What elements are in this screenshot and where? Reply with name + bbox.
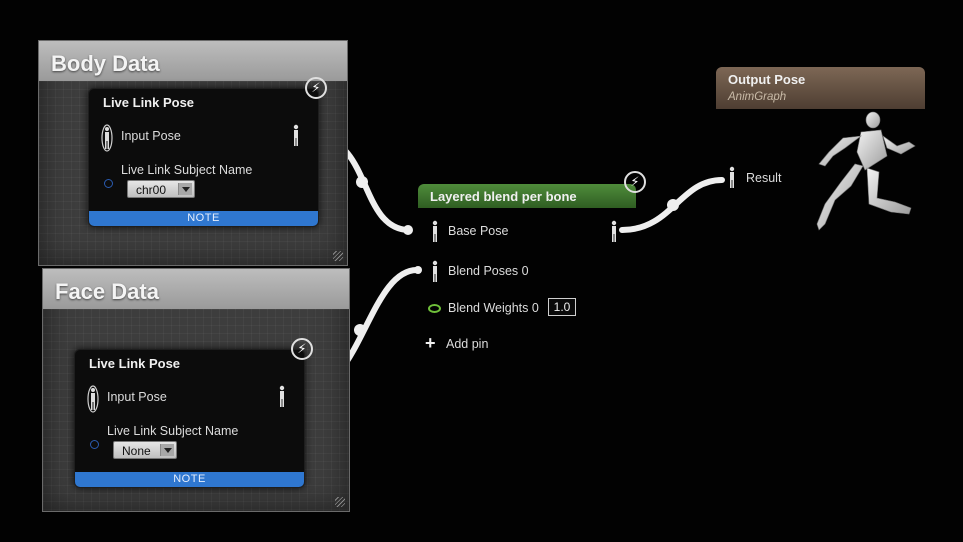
subject-name-label: Live Link Subject Name — [107, 424, 239, 438]
input-pose-label: Input Pose — [107, 390, 167, 404]
node-title: Output Pose — [728, 72, 806, 87]
result-label: Result — [746, 171, 782, 185]
subject-name-combo[interactable]: chr00 — [127, 180, 195, 198]
comment-title[interactable]: Face Data — [43, 269, 349, 309]
wire-knot — [354, 324, 366, 336]
subject-name-pin-icon[interactable] — [104, 179, 113, 188]
wire-knot — [667, 199, 679, 211]
running-mannequin-icon — [816, 111, 916, 231]
output-pose-pin-icon[interactable] — [291, 124, 301, 146]
base-pose-label: Base Pose — [448, 224, 509, 238]
output-pose-pin-icon[interactable] — [277, 385, 287, 407]
result-pin-icon[interactable] — [727, 166, 737, 188]
face-live-link-pose-node[interactable]: Live Link Pose ⚡ Input Pose Live Link Su… — [74, 338, 313, 488]
node-title: Live Link Pose — [103, 95, 195, 110]
blend-weights-input[interactable]: 1.0 — [548, 298, 576, 316]
combo-value: None — [122, 444, 151, 458]
output-pose-node[interactable]: Output Pose AnimGraph — [716, 67, 925, 109]
output-pose-pin-icon[interactable] — [609, 220, 619, 242]
plus-icon[interactable]: + — [425, 333, 436, 353]
wire-knot — [414, 266, 422, 274]
resize-grip[interactable] — [335, 497, 345, 507]
combo-value: chr00 — [136, 183, 167, 197]
person-icon[interactable] — [101, 124, 113, 152]
blend-weights-pin-icon[interactable] — [428, 304, 441, 313]
subject-name-pin-icon[interactable] — [90, 440, 99, 449]
chevron-down-icon — [160, 444, 174, 456]
blend-poses-pin-icon[interactable] — [430, 260, 440, 282]
note-bar[interactable]: NOTE — [75, 472, 304, 487]
chevron-down-icon — [178, 183, 192, 195]
base-pose-pin-icon[interactable] — [430, 220, 440, 242]
input-pose-label: Input Pose — [121, 129, 181, 143]
node-title: Live Link Pose — [89, 356, 181, 371]
wire-knot — [356, 176, 368, 188]
subject-name-label: Live Link Subject Name — [121, 163, 253, 177]
add-pin-button[interactable]: Add pin — [446, 337, 489, 351]
person-icon[interactable] — [87, 385, 99, 413]
lightning-icon: ⚡ — [291, 338, 313, 360]
node-title: Layered blend per bone — [430, 189, 577, 204]
wire-knot — [403, 225, 413, 235]
lightning-icon: ⚡ — [305, 77, 327, 99]
lightning-icon: ⚡ — [624, 171, 646, 193]
body-live-link-pose-node[interactable]: Live Link Pose ⚡ Input Pose Live Link Su… — [88, 77, 327, 227]
blend-weights-label: Blend Weights 0 — [448, 301, 539, 315]
subject-name-combo[interactable]: None — [113, 441, 177, 459]
layered-blend-node[interactable]: Layered blend per bone — [418, 184, 636, 208]
note-bar[interactable]: NOTE — [89, 211, 318, 226]
blend-poses-label: Blend Poses 0 — [448, 264, 529, 278]
comment-title[interactable]: Body Data — [39, 41, 347, 81]
resize-grip[interactable] — [333, 251, 343, 261]
node-subtitle: AnimGraph — [728, 91, 787, 103]
